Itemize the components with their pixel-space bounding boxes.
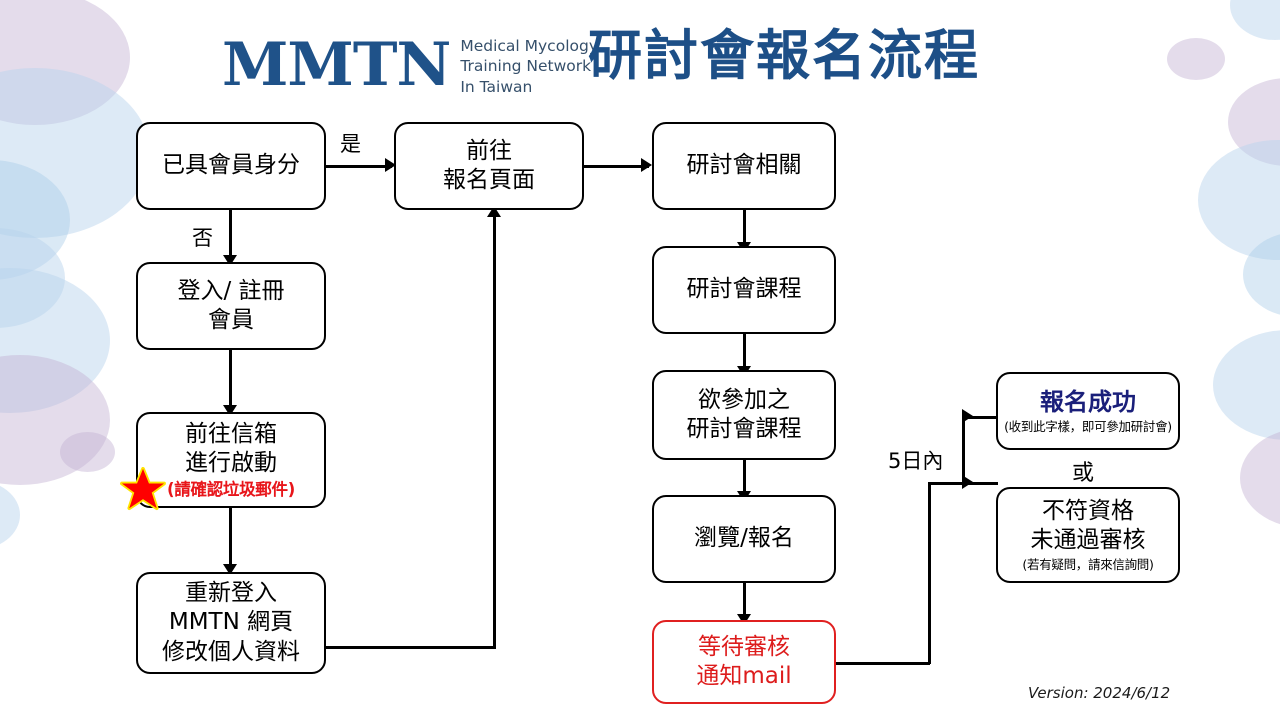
arrowhead-member-to-login: [223, 255, 237, 266]
node-desired-courses-line-2: 研討會課程: [686, 416, 802, 442]
arrowhead-signup-to-seminar: [641, 158, 652, 172]
decor-blob: [60, 432, 115, 472]
arrowhead-browse-to-await: [737, 614, 751, 625]
node-relogin-profile-line-1: 重新登入: [185, 579, 277, 606]
node-rejected-note: (若有疑問，請來信詢問): [1022, 557, 1154, 573]
logo-subtitle-line-3: In Taiwan: [460, 77, 533, 96]
edge-label-yes: 是: [340, 132, 361, 156]
node-login-register[interactable]: 登入/ 註冊 會員: [136, 262, 326, 350]
node-success-note: (收到此字樣，即可參加研討會): [1004, 419, 1172, 435]
decor-blob: [1198, 140, 1280, 260]
node-rejected-line-2: 未通過審核: [1030, 527, 1146, 553]
node-member-check-line-1: 已具會員身分: [162, 152, 300, 179]
decor-blob: [0, 355, 110, 485]
node-go-signup-page-line-1: 前往: [466, 137, 512, 164]
node-seminar-related[interactable]: 研討會相關: [652, 122, 836, 210]
node-relogin-profile-line-3: 修改個人資料: [162, 638, 300, 665]
node-member-check[interactable]: 已具會員身分: [136, 122, 326, 210]
node-await-review[interactable]: 等待審核 通知mail: [652, 620, 836, 704]
node-success-title: 報名成功: [1040, 387, 1136, 416]
connector-browse-to-await: [743, 580, 746, 618]
connector-desired-to-browse: [743, 457, 746, 495]
decor-blob: [0, 68, 150, 238]
node-rejected-line-1: 不符資格: [1042, 497, 1134, 524]
decor-blob: [1230, 0, 1280, 40]
connector-member-to-login: [229, 208, 232, 260]
node-relogin-profile[interactable]: 重新登入 MMTN 網頁 修改個人資料: [136, 572, 326, 674]
logo-wordmark: MMTN: [222, 29, 451, 100]
arrowhead-login-to-activate: [223, 405, 237, 416]
page-title: 研討會報名流程: [588, 24, 980, 87]
node-activate-mail[interactable]: 前往信箱 進行啟動 (請確認垃圾郵件): [136, 412, 326, 508]
connector-member-to-signup: [326, 165, 392, 168]
node-await-review-line-1: 等待審核: [698, 633, 790, 660]
edge-label-or: 或: [1072, 461, 1095, 486]
node-seminar-courses-line-1: 研討會課程: [686, 276, 802, 303]
arrowhead-activate-to-relogin: [223, 564, 237, 575]
node-activate-mail-line-1: 前往信箱: [185, 420, 277, 447]
decor-blob: [0, 268, 110, 413]
node-success[interactable]: 報名成功 (收到此字樣，即可參加研討會): [996, 372, 1180, 450]
logo-subtitle-line-1: Medical Mycology: [460, 37, 598, 55]
connector-branch-up: [962, 416, 965, 484]
node-login-register-line-1: 登入/ 註冊: [177, 277, 285, 304]
node-desired-courses-line-1: 欲參加之: [698, 386, 790, 413]
connector-await-up: [928, 482, 931, 664]
node-desired-courses[interactable]: 欲參加之 研討會課程: [652, 370, 836, 460]
connector-activate-to-relogin: [229, 508, 232, 570]
decor-blob: [0, 228, 65, 328]
decor-blob: [1228, 78, 1280, 166]
edge-label-no: 否: [192, 226, 213, 250]
node-activate-mail-line-2: 進行啟動: [185, 449, 277, 476]
mmtn-logo: MMTN Medical Mycology Training Network I…: [222, 32, 598, 97]
decor-blob: [1243, 232, 1280, 317]
version-label: Version: 2024/6/12: [1028, 684, 1171, 702]
connector-relogin-right: [326, 646, 496, 649]
node-browse-signup[interactable]: 瀏覽/報名: [652, 495, 836, 583]
connector-signup-to-seminar: [584, 165, 649, 168]
node-relogin-profile-line-2: MMTN 網頁: [168, 609, 294, 636]
decor-blob: [0, 160, 70, 280]
arrowhead-to-success: [962, 409, 973, 423]
connector-branch-to-success: [962, 416, 998, 419]
node-login-register-line-2: 會員: [208, 307, 254, 333]
connector-courses-to-desired: [743, 332, 746, 370]
node-activate-mail-note: (請確認垃圾郵件): [167, 480, 295, 500]
star-icon: [120, 467, 166, 511]
connector-login-to-activate: [229, 349, 232, 411]
node-rejected[interactable]: 不符資格 未通過審核 (若有疑問，請來信詢問): [996, 487, 1180, 583]
logo-subtitle: Medical Mycology Training Network In Tai…: [460, 32, 598, 97]
arrowhead-member-to-signup: [385, 158, 396, 172]
decor-blob: [1167, 38, 1225, 80]
decor-blob: [0, 0, 130, 125]
node-browse-signup-line-1: 瀏覽/報名: [694, 525, 794, 552]
node-go-signup-page[interactable]: 前往 報名頁面: [394, 122, 584, 210]
connector-seminar-to-courses: [743, 208, 746, 246]
node-go-signup-page-line-2: 報名頁面: [443, 167, 535, 193]
node-seminar-courses[interactable]: 研討會課程: [652, 246, 836, 334]
arrowhead-relogin-to-signup: [487, 206, 501, 217]
arrowhead-to-rejected: [962, 475, 973, 489]
connector-await-right: [836, 662, 930, 665]
edge-label-within-5-days: 5日內: [888, 449, 944, 473]
logo-subtitle-line-2: Training Network: [460, 57, 592, 76]
decor-blob: [1240, 428, 1280, 528]
connector-relogin-up: [493, 216, 496, 648]
node-seminar-related-line-1: 研討會相關: [686, 152, 802, 179]
decor-blob: [1213, 330, 1280, 440]
node-await-review-line-2: 通知mail: [696, 663, 792, 689]
decor-blob: [0, 480, 20, 550]
